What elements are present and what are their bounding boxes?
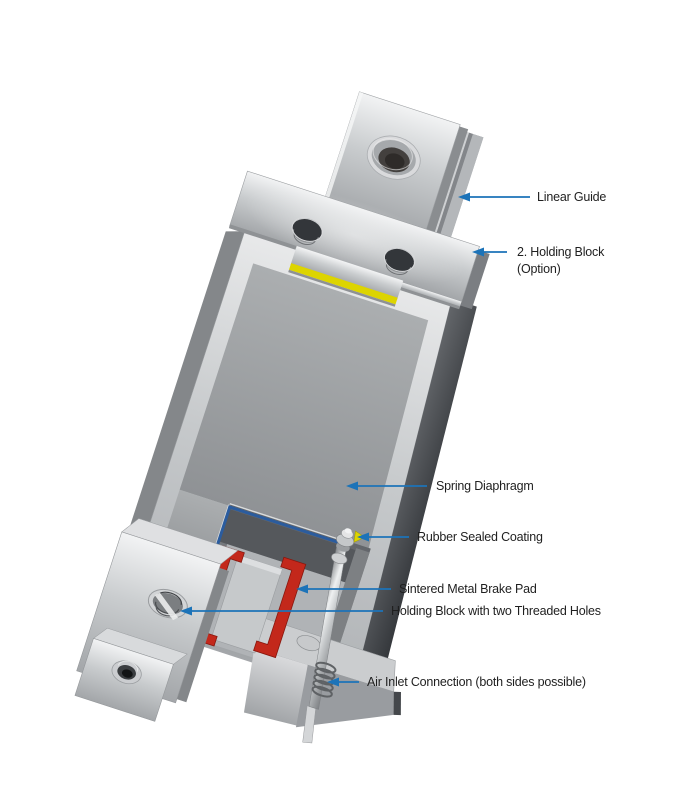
label-holding-block-option: 2. Holding Block (Option) [517,244,604,277]
threaded-hole-left [291,217,323,245]
callout-arrow-rubber-sealed-coating [357,532,409,542]
label-rubber-sealed-coating: Rubber Sealed Coating [417,530,543,544]
label-holding-block-option-line1: 2. Holding Block [517,245,605,259]
rubber-seal-strip [288,263,398,305]
label-sintered-metal-brake-pad: Sintered Metal Brake Pad [399,582,537,596]
callout-arrow-spring-diaphragm [346,481,427,491]
threaded-mounting-hole [147,588,188,621]
callout-arrow-holding-block-option [472,247,507,257]
callout-arrow-linear-guide [458,192,530,202]
annotation-arrows [180,192,530,687]
holding-block-with-threaded-holes [74,518,239,722]
callout-arrow-holding-block-threaded [180,606,383,616]
brake-pad-right [253,556,307,659]
adjustment-bolt [336,528,355,552]
callout-arrow-air-inlet [327,677,359,687]
label-holding-block-option-line2: (Option) [517,261,561,276]
label-air-inlet-connection: Air Inlet Connection (both sides possibl… [367,675,586,689]
spring-diaphragm-panel [179,263,429,551]
threaded-hole-right [383,246,416,275]
label-spring-diaphragm: Spring Diaphragm [436,479,534,493]
label-linear-guide: Linear Guide [537,190,607,204]
end-block-front [243,648,308,727]
socket-screw-hole [111,660,142,685]
holding-block-option [228,170,490,310]
callout-arrow-sintered-metal-brake-pad [296,584,391,594]
label-holding-block-threaded: Holding Block with two Threaded Holes [391,604,601,618]
carriage-bore-hole [366,135,421,180]
